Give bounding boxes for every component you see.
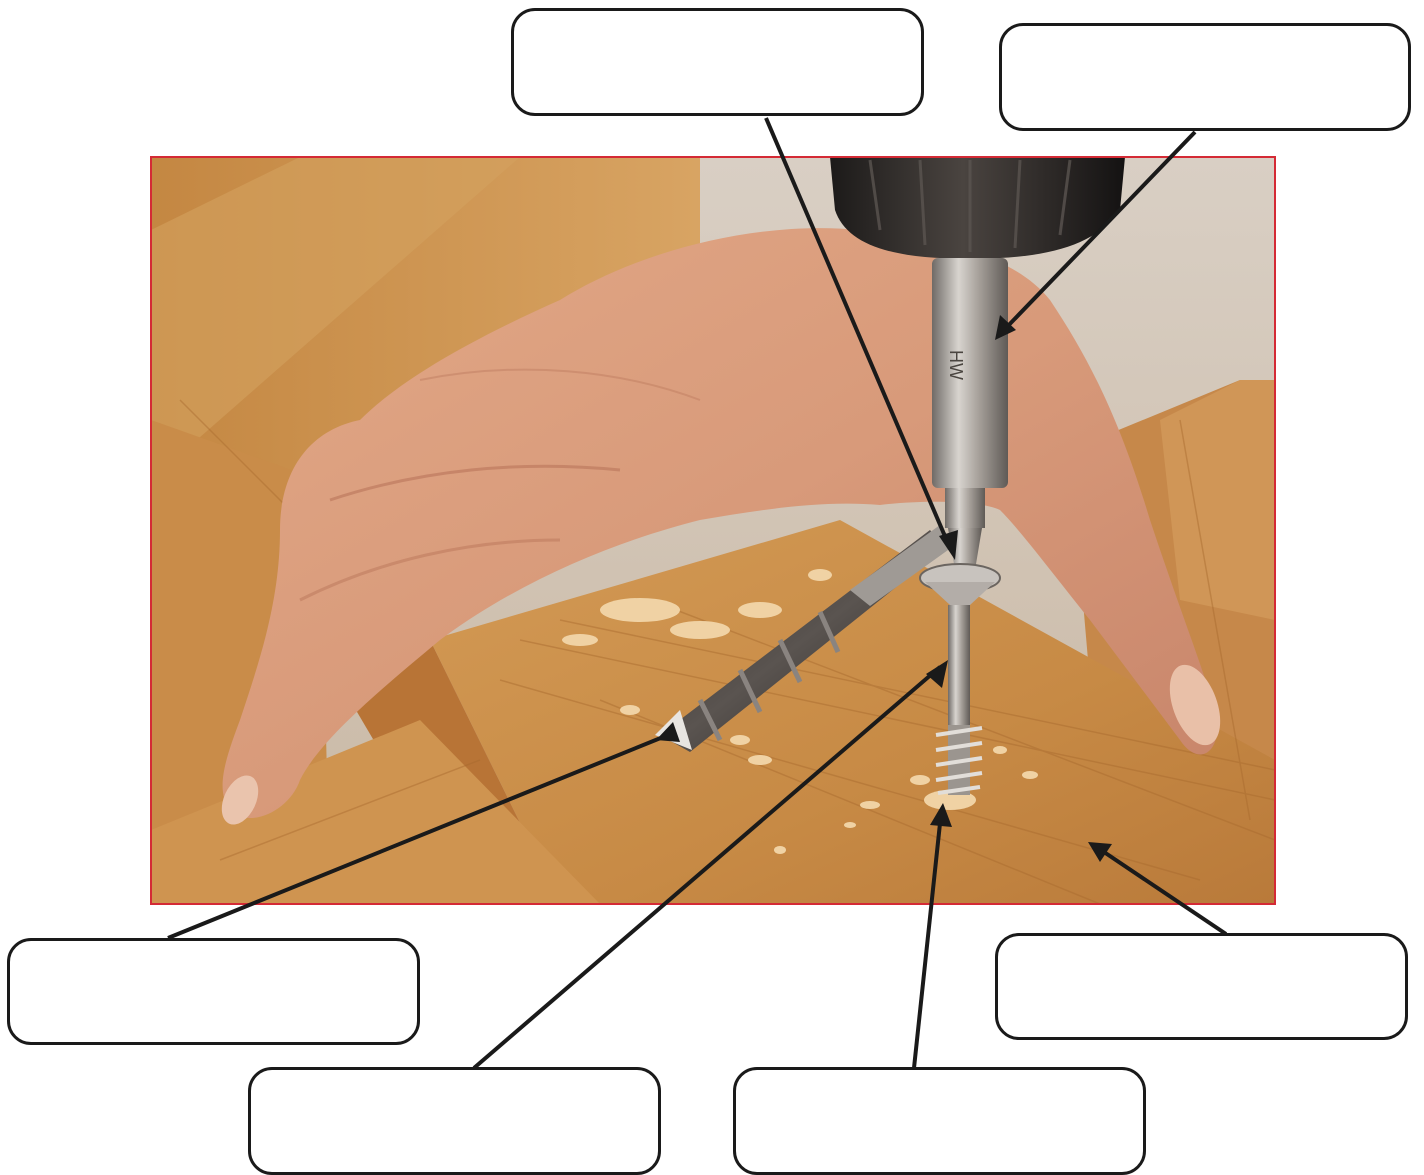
label-box-drill-bit[interactable]: [7, 938, 420, 1045]
screw-shank-object: [948, 605, 970, 725]
bit-holder-sleeve: [932, 258, 1008, 488]
label-box-screwdriver-bit[interactable]: [511, 8, 924, 116]
label-box-wood-board[interactable]: [995, 933, 1408, 1040]
label-box-screw-shank[interactable]: [248, 1067, 661, 1175]
label-box-bit-holder[interactable]: [999, 23, 1411, 131]
svg-text:HW: HW: [946, 350, 966, 380]
label-box-screw-thread[interactable]: [733, 1067, 1146, 1175]
photo: HW: [151, 157, 1275, 904]
